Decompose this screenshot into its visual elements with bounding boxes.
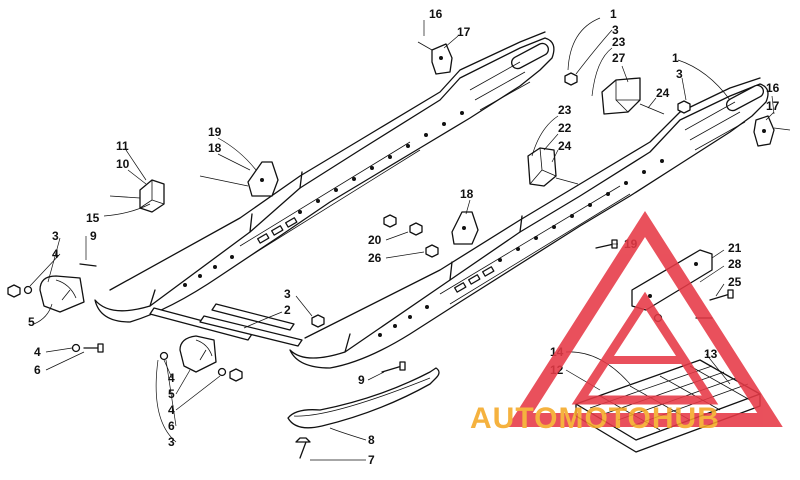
callout-3-top: 3 [612,23,619,37]
cross-shafts [149,303,303,347]
callout-10: 10 [116,157,130,171]
callout-3-bottom: 3 [168,435,175,449]
callout-20: 20 [368,233,382,247]
callout-4-center: 4 [168,371,175,385]
callout-3-center: 3 [284,287,291,301]
callout-8: 8 [368,433,375,447]
callout-26: 26 [368,251,382,265]
callout-18-right: 18 [460,187,474,201]
callout-4-left: 4 [52,247,59,261]
slide-blocks [39,275,217,373]
watermark-logo [507,210,783,427]
callout-15: 15 [86,211,100,225]
callout-2: 2 [284,303,291,317]
callout-23-mid: 23 [558,103,572,117]
right-slide-rail [289,77,769,369]
callout-17-right: 17 [766,99,780,113]
callout-22: 22 [558,121,572,135]
leader-lines [29,17,775,461]
callout-16-top: 16 [429,7,443,21]
rail-plate [631,249,713,311]
callout-5-center: 5 [168,387,175,401]
callout-6-left: 6 [34,363,41,377]
callout-9-left: 9 [90,229,97,243]
callout-24-top: 24 [656,86,670,100]
callout-9-bottom: 9 [358,373,365,387]
callout-5-left: 5 [28,315,35,329]
callout-3-right: 3 [676,67,683,81]
callout-4-center-low: 4 [168,403,175,417]
callout-23-top: 23 [612,35,626,49]
callout-27: 27 [612,51,626,65]
callout-21: 21 [728,241,742,255]
callout-25: 25 [728,275,742,289]
callout-17-top: 17 [457,25,471,39]
callout-19-left: 19 [208,125,222,139]
callout-4-left-low: 4 [34,345,41,359]
callout-24-mid: 24 [558,139,572,153]
callout-1-top: 1 [610,7,617,21]
callout-labels: 1 3 16 17 23 27 1 3 24 16 17 23 22 24 19… [28,7,780,467]
callout-6-center: 6 [168,419,175,433]
left-slide-rail [94,31,555,323]
callout-11: 11 [116,139,129,153]
callout-18-left: 18 [208,141,222,155]
callout-3-left: 3 [52,229,59,243]
wear-strip [287,367,440,429]
hardware [7,41,791,459]
callout-1-right: 1 [672,51,679,65]
callout-7: 7 [368,453,375,467]
watermark: AUTOMOTOHUB [470,210,783,435]
callout-13: 13 [704,347,718,361]
watermark-text: AUTOMOTOHUB [470,402,720,435]
callout-16-right: 16 [766,81,780,95]
callout-28: 28 [728,257,742,271]
